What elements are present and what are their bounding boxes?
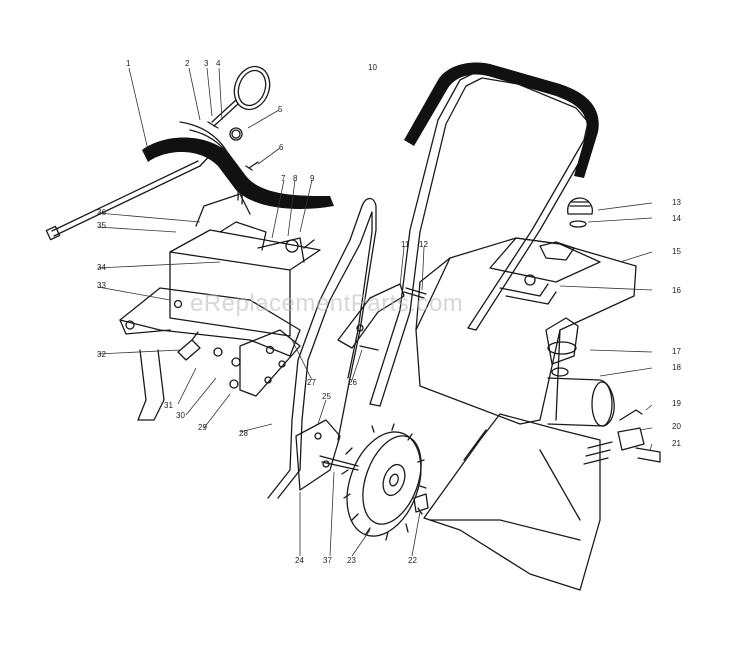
lower-handle-grip	[142, 137, 334, 209]
callout-26: 26	[348, 378, 357, 387]
callout-8: 8	[293, 174, 298, 183]
callout-24: 24	[295, 556, 304, 565]
callout-18: 18	[672, 363, 681, 372]
callout-22: 22	[408, 556, 417, 565]
muffler	[545, 317, 615, 427]
callout-3: 3	[204, 59, 209, 68]
callout-27: 27	[307, 378, 316, 387]
callout-25: 25	[322, 392, 331, 401]
callout-32: 32	[97, 350, 106, 359]
watermark-text: eReplacementParts.com	[190, 290, 464, 317]
wheel-bracket	[295, 419, 429, 513]
callout-17: 17	[672, 347, 681, 356]
bracket-26	[337, 283, 405, 349]
wheel	[341, 423, 427, 541]
axle-hardware	[583, 409, 661, 465]
small-hardware	[177, 331, 241, 389]
callout-10: 10	[368, 63, 377, 72]
callout-14: 14	[672, 214, 681, 223]
callout-2: 2	[185, 59, 190, 68]
callout-31: 31	[164, 401, 173, 410]
callout-19: 19	[672, 399, 681, 408]
callout-7: 7	[281, 174, 286, 183]
ring-handle	[207, 65, 271, 139]
side-frame-tube	[267, 197, 377, 499]
bolt-11-12	[403, 287, 427, 299]
callout-35: 35	[97, 221, 106, 230]
callout-20: 20	[672, 422, 681, 431]
callout-15: 15	[672, 247, 681, 256]
callout-6: 6	[279, 143, 284, 152]
callout-1: 1	[126, 59, 131, 68]
callout-34: 34	[97, 263, 106, 272]
bolt-6	[245, 161, 259, 171]
callout-16: 16	[672, 286, 681, 295]
upper-handle-grip	[404, 62, 599, 178]
engine-body	[415, 237, 637, 425]
callout-11: 11	[401, 240, 410, 249]
discharge-housing	[423, 413, 601, 591]
callout-33: 33	[97, 281, 106, 290]
callout-4: 4	[216, 59, 221, 68]
callout-30: 30	[176, 411, 185, 420]
callout-13: 13	[672, 198, 681, 207]
callout-37: 37	[323, 556, 332, 565]
shift-rod	[45, 149, 216, 241]
callout-23: 23	[347, 556, 356, 565]
left-runner	[137, 349, 165, 421]
callout-5: 5	[278, 105, 283, 114]
callout-36: 36	[97, 208, 106, 217]
gas-cap	[567, 197, 594, 228]
frame-assembly	[119, 193, 321, 397]
washer-5	[229, 127, 243, 141]
callout-9: 9	[310, 174, 315, 183]
upper-handle	[369, 69, 597, 407]
leader-lines	[97, 67, 653, 557]
callout-21: 21	[672, 439, 681, 448]
callout-29: 29	[198, 423, 207, 432]
callout-12: 12	[419, 240, 428, 249]
callout-28: 28	[239, 429, 248, 438]
